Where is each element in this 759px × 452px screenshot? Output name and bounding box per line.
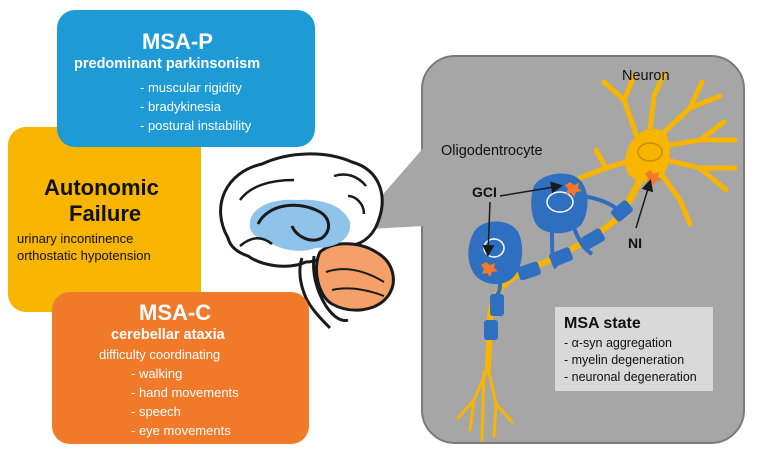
msa-c-lead: difficulty coordinating xyxy=(99,347,221,362)
autonomic-item: orthostatic hypotension xyxy=(17,248,151,263)
axon-icon xyxy=(456,200,633,442)
ni-arrow xyxy=(635,179,654,229)
msa-p-subtitle: predominant parkinsonism xyxy=(74,56,261,72)
ni-label: NI xyxy=(628,235,642,251)
msa-c-item: - eye movements xyxy=(131,423,231,438)
msa-state-title: MSA state xyxy=(564,315,641,332)
oligodendrocyte-label: Oligodentrocyte xyxy=(441,143,543,159)
oligodendrocyte-icon xyxy=(531,173,620,270)
msa-c-item: - hand movements xyxy=(131,385,239,400)
msa-state-legend: MSA state - α-syn aggregation - myelin d… xyxy=(555,307,713,391)
basal-ganglia-icon xyxy=(249,199,351,251)
oligodendrocyte-icon xyxy=(468,221,531,298)
msa-c-subtitle: cerebellar ataxia xyxy=(111,327,225,343)
myelin-segments-icon xyxy=(484,200,633,340)
msa-p-box: MSA-P predominant parkinsonism - muscula… xyxy=(57,10,315,147)
autonomic-item: urinary incontinence xyxy=(17,231,134,246)
cerebellum-icon xyxy=(315,242,395,312)
gci-label: GCI xyxy=(472,184,497,200)
msa-p-title: MSA-P xyxy=(142,29,213,54)
gci-inclusion-icon xyxy=(565,182,582,197)
brain-icon xyxy=(219,152,395,330)
msa-state-item: - α-syn aggregation xyxy=(564,336,672,350)
gci-arrow xyxy=(499,181,563,197)
msa-c-title: MSA-C xyxy=(139,300,212,325)
neuron-nucleus-icon xyxy=(637,142,663,162)
msa-state-item: - myelin degeneration xyxy=(564,353,685,367)
msa-c-item: - speech xyxy=(131,404,181,419)
msa-c-item: - walking xyxy=(131,366,183,381)
msa-p-item: - muscular rigidity xyxy=(140,80,242,95)
autonomic-title-line1: Autonomic xyxy=(44,175,159,200)
msa-c-box: MSA-C cerebellar ataxia difficulty coord… xyxy=(52,292,309,444)
gci-arrow xyxy=(482,201,495,257)
autonomic-title-line2: Failure xyxy=(69,201,142,226)
msa-p-item: - postural instability xyxy=(140,118,252,133)
autonomic-failure-box: Autonomic Failure urinary incontinence o… xyxy=(8,127,201,312)
gci-inclusion-icon xyxy=(481,262,498,277)
msa-p-item: - bradykinesia xyxy=(140,99,221,114)
neuron-label: Neuron xyxy=(622,68,670,84)
msa-state-item: - neuronal degeneration xyxy=(564,370,697,384)
